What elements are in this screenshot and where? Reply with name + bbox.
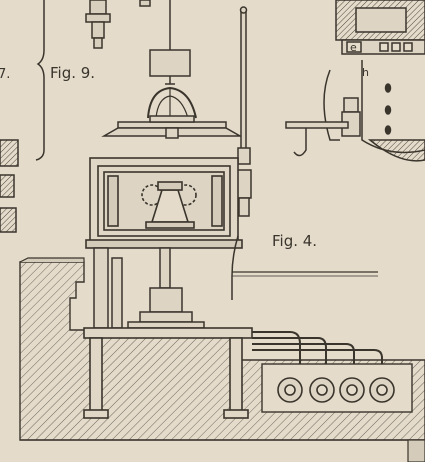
fig9-weight-block [149, 49, 191, 77]
fig9-bracket [35, 0, 45, 161]
fig4-label: Fig. 4. [272, 232, 317, 250]
fig4-table [83, 327, 253, 419]
fig4-wheels [277, 377, 395, 403]
fig4-cabinet [85, 157, 243, 249]
fig4-vertical-rod [236, 6, 252, 217]
letter-e-label: e [350, 41, 357, 54]
fig9-label: Fig. 9. [50, 64, 95, 82]
left-fragment-label: 7. [0, 67, 10, 82]
fig4-pipes [252, 331, 383, 372]
left-margin-fragments [0, 139, 19, 233]
fig9-hook [165, 76, 175, 85]
fig9-top-valve [85, 0, 151, 49]
fig9-top-plate [101, 115, 243, 139]
letter-h-label: h [362, 66, 369, 79]
crucible-detail: e h [285, 0, 425, 162]
fig4-press-column [93, 247, 205, 329]
